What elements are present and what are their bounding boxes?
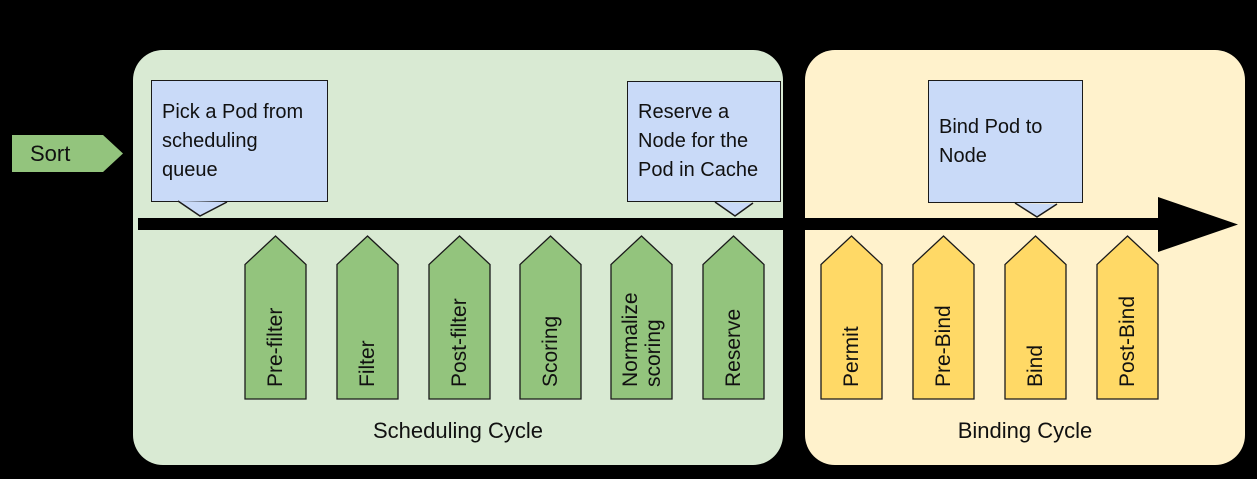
sort-label: Sort	[30, 140, 71, 166]
binding-cycle-title: Binding Cycle	[957, 418, 1093, 443]
callout-bind-pod-text: Bind Pod to Node	[939, 115, 1043, 167]
callout-bind-pod: Bind Pod to Node	[928, 80, 1083, 203]
stage-normalize-scoring: Normalize scoring	[610, 235, 673, 400]
stage-scoring-label: Scoring	[539, 315, 562, 387]
callout-pick-pod-pointer-icon	[177, 200, 228, 217]
pentagon-arrow-icon	[519, 235, 582, 400]
stage-pre-bind: Pre-Bind	[912, 235, 975, 400]
pentagon-arrow-icon	[1096, 235, 1159, 400]
pentagon-arrow-icon	[428, 235, 491, 400]
pentagon-arrow-icon	[336, 235, 399, 400]
stage-post-bind-label: Post-Bind	[1116, 295, 1139, 387]
stage-reserve: Reserve	[702, 235, 765, 400]
callout-pick-pod: Pick a Pod from scheduling queue	[151, 80, 328, 202]
pentagon-arrow-icon	[610, 235, 673, 400]
stage-pre-filter: Pre-filter	[244, 235, 307, 400]
pentagon-arrow-icon	[912, 235, 975, 400]
stage-post-filter-label: Post-filter	[448, 298, 471, 387]
pentagon-arrow-icon	[702, 235, 765, 400]
callout-reserve-node-text: Reserve a Node for the Pod in Cache	[638, 101, 759, 181]
stage-filter-label: Filter	[356, 340, 379, 387]
pentagon-arrow-icon	[1004, 235, 1067, 400]
callout-bind-pod-pointer-icon	[1014, 202, 1058, 218]
stage-bind-label: Bind	[1024, 344, 1047, 387]
stage-permit: Permit	[820, 235, 883, 400]
stage-bind: Bind	[1004, 235, 1067, 400]
stage-post-bind: Post-Bind	[1096, 235, 1159, 400]
callout-reserve-node: Reserve a Node for the Pod in Cache	[627, 81, 781, 202]
pentagon-arrow-icon	[820, 235, 883, 400]
stage-filter: Filter	[336, 235, 399, 400]
stage-scoring: Scoring	[519, 235, 582, 400]
timeline-arrow-shaft	[138, 218, 1160, 230]
stage-pre-bind-label: Pre-Bind	[932, 305, 955, 387]
scheduling-cycle-title: Scheduling Cycle	[373, 418, 543, 443]
callout-pick-pod-text: Pick a Pod from scheduling queue	[162, 100, 304, 181]
stage-post-filter: Post-filter	[428, 235, 491, 400]
stage-pre-filter-label: Pre-filter	[264, 307, 287, 387]
callout-reserve-node-pointer-icon	[714, 201, 754, 217]
pentagon-arrow-icon	[244, 235, 307, 400]
stage-permit-label: Permit	[840, 326, 863, 387]
stage-reserve-label: Reserve	[722, 308, 745, 387]
sort-arrow: Sort	[12, 135, 123, 172]
stage-normalize-scoring-label: Normalize scoring	[618, 292, 665, 387]
